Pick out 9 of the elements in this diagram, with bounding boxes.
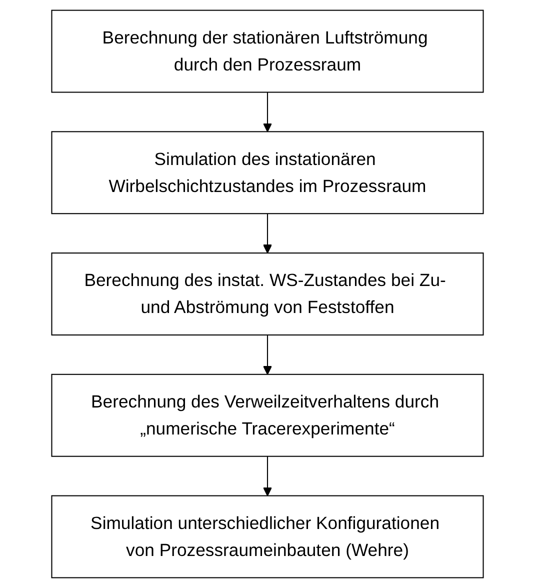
arrow: [262, 456, 272, 496]
arrow: [262, 92, 272, 132]
node-box: Simulation unterschiedlicher Konfigurationen von Prozessraumeinbauten (Wehre): [51, 495, 484, 578]
node-box: Simulation des instationären Wirbelschichtzustandes im Prozessraum: [51, 131, 484, 214]
node-box: Berechnung der stationären Luftströmung durch den Prozessraum: [51, 10, 484, 93]
arrow: [262, 214, 272, 254]
arrow: [262, 334, 272, 375]
node-box: Berechnung des Verweilzeitverhaltens durch „numerische Tracerexperimente“: [51, 374, 484, 457]
node-box: Berechnung des instat. WS-Zustandes bei Zu- und Abströmung von Feststoffen: [51, 252, 484, 336]
